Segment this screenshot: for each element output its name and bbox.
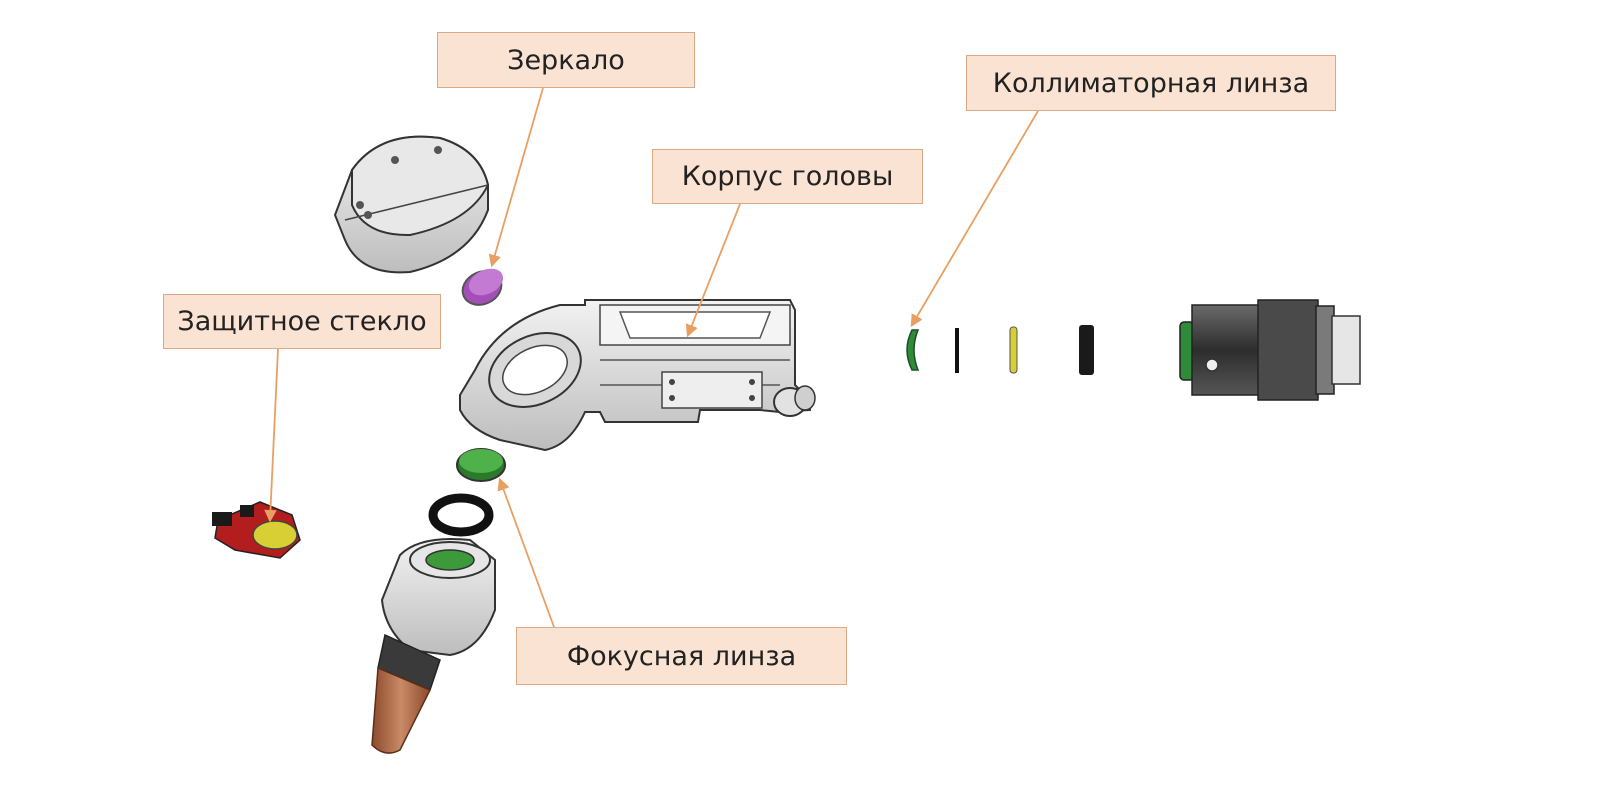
leader-mirror [488, 87, 544, 268]
leader-lines [264, 87, 1039, 628]
seal-ring-part [428, 493, 494, 537]
leader-housing [685, 203, 741, 338]
label-head-housing: Корпус головы [652, 149, 923, 204]
label-protective-glass: Защитное стекло [163, 294, 441, 349]
focus-lens-part [456, 448, 506, 482]
label-focus-lens: Фокусная линза [516, 627, 847, 685]
nozzle-module-part [371, 538, 496, 754]
head-housing-part [459, 299, 816, 452]
leader-protective [264, 348, 279, 523]
mirror-cap-part [333, 135, 490, 274]
label-mirror: Зеркало [437, 32, 695, 88]
collimator-housing-part [1179, 299, 1361, 401]
protective-glass-part [212, 501, 301, 559]
leader-collimator [910, 110, 1039, 328]
collimator-lens-part [906, 325, 1094, 375]
label-collimator-lens: Коллиматорная линза [966, 55, 1336, 111]
leader-focus [497, 477, 555, 628]
mirror-part [461, 268, 504, 306]
